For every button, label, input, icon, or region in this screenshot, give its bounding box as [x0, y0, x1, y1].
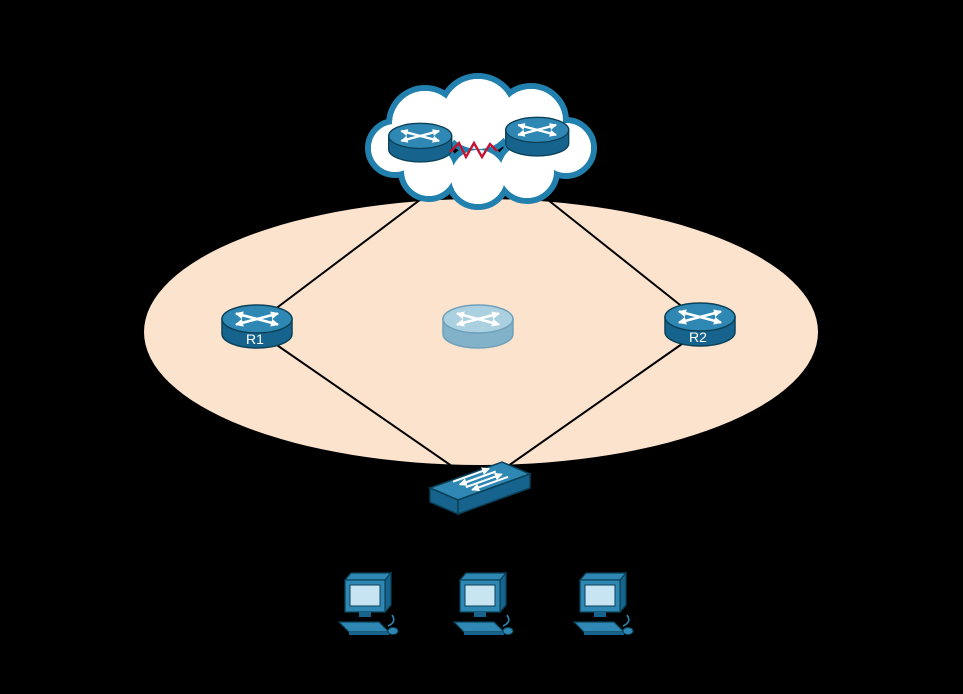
router-r2-label: R2 — [689, 329, 707, 345]
router-r1-label: R1 — [246, 331, 264, 347]
link-r2-switch — [487, 331, 700, 481]
pc-right-icon — [573, 572, 634, 636]
serial-link-zigzag-icon — [449, 140, 498, 160]
link-cloud-r2 — [532, 187, 700, 321]
isp-router-left-icon — [389, 123, 452, 162]
cloud-interior — [371, 79, 591, 204]
virtual-router-icon — [443, 305, 513, 348]
link-cloud-r1 — [257, 189, 434, 323]
switch-icon — [430, 462, 530, 514]
pc-middle-icon — [453, 572, 514, 636]
pc-left-icon — [338, 572, 399, 636]
isp-router-right-icon — [506, 117, 569, 156]
internet-cloud — [365, 73, 597, 210]
link-r1-switch — [257, 331, 473, 481]
